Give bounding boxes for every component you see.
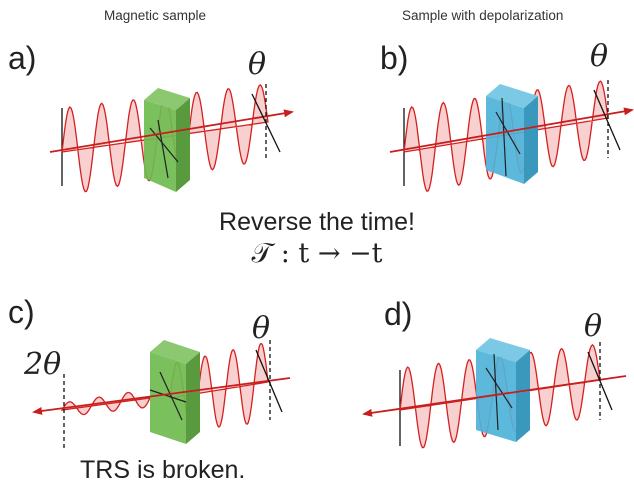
polarizer-line — [485, 367, 513, 409]
rotated-polarization-line — [255, 349, 283, 413]
panel-label-b: b) — [380, 40, 409, 76]
polarizer-line — [501, 97, 507, 177]
panel-c — [32, 340, 291, 448]
panel-label-a: a) — [8, 40, 37, 76]
reverse-time-heading: Reverse the time! — [219, 208, 415, 236]
panel-a — [49, 84, 294, 193]
propagation-arrow — [49, 109, 294, 153]
sample-block — [476, 338, 530, 442]
caption-magnetic-sample: Magnetic sample — [104, 8, 207, 23]
propagation-arrow — [32, 377, 291, 415]
propagation-arrow — [362, 375, 627, 417]
time-reversal-formula: 𝒯 : t → −t — [251, 238, 383, 269]
sample-block — [150, 340, 200, 444]
wave — [60, 391, 152, 416]
polarizer-line — [157, 119, 169, 179]
rotated-polarization-line — [251, 93, 281, 153]
two-theta-label-c: 2θ — [24, 347, 62, 382]
panel-label-d: d) — [384, 296, 413, 332]
polarizer-line — [149, 389, 187, 403]
rotated-polarization-line — [593, 89, 621, 151]
caption-depolarization-sample: Sample with depolarization — [402, 8, 564, 23]
rotated-polarization-line — [587, 351, 613, 411]
sample-block — [486, 84, 538, 184]
panel-label-c: c) — [8, 294, 35, 330]
panel-b — [389, 80, 634, 192]
propagation-arrow — [389, 107, 634, 153]
polarizer-line — [493, 353, 499, 431]
panel-d — [362, 338, 627, 449]
sample-block — [144, 88, 190, 192]
theta-label-a: θ — [248, 47, 267, 82]
theta-label-c: θ — [252, 311, 271, 346]
polarizer-line — [159, 371, 183, 421]
polarizer-line — [495, 111, 521, 155]
theta-label-b: θ — [590, 39, 609, 74]
trs-broken-text: TRS is broken. — [80, 456, 246, 484]
theta-label-d: θ — [584, 309, 603, 344]
polarizer-line — [149, 127, 179, 163]
